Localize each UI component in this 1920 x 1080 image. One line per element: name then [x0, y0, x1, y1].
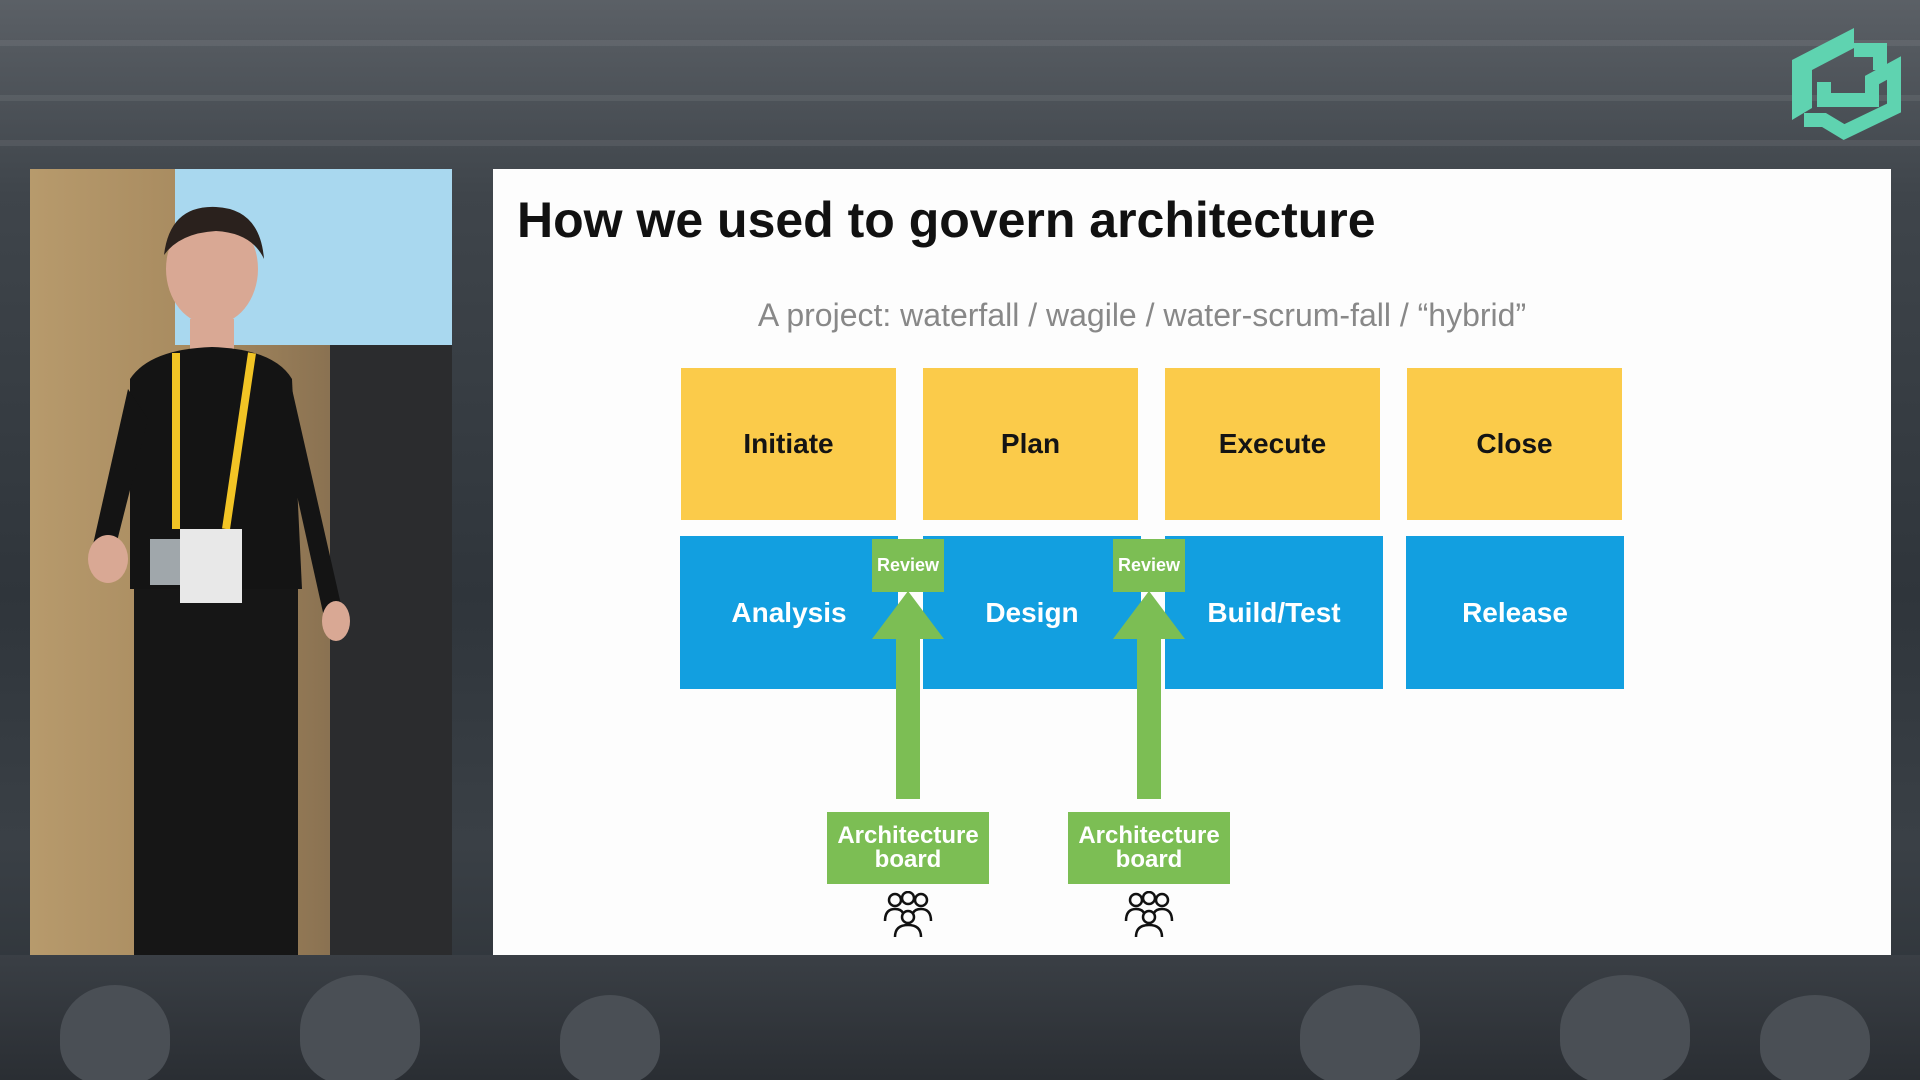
- speaker-video: [30, 169, 452, 955]
- board-label-line1: Architecture: [1078, 822, 1219, 849]
- review-badge: Review: [1113, 539, 1185, 592]
- audience-area: [0, 955, 1920, 1080]
- review-badge: Review: [872, 539, 944, 592]
- activity-design: Design: [923, 536, 1141, 689]
- activity-release: Release: [1406, 536, 1624, 689]
- ceiling-stripe: [0, 140, 1920, 146]
- architecture-board-box: Architecture board: [827, 812, 989, 884]
- phase-execute: Execute: [1165, 368, 1380, 520]
- people-group-icon: [883, 891, 933, 939]
- up-arrow-icon: [872, 591, 944, 799]
- phase-initiate: Initiate: [681, 368, 896, 520]
- presentation-slide: How we used to govern architecture A pro…: [493, 169, 1891, 955]
- slide-subtitle: A project: waterfall / wagile / water-sc…: [493, 297, 1791, 334]
- conference-logo-icon: [1784, 20, 1904, 140]
- activity-build-test: Build/Test: [1165, 536, 1383, 689]
- speaker-figure: [30, 169, 452, 955]
- ceiling-stripe: [0, 40, 1920, 46]
- phase-close: Close: [1407, 368, 1622, 520]
- slide-title: How we used to govern architecture: [517, 191, 1376, 249]
- activity-analysis: Analysis: [680, 536, 898, 689]
- people-group-icon: [1124, 891, 1174, 939]
- board-label-line1: Architecture: [837, 822, 978, 849]
- up-arrow-icon: [1113, 591, 1185, 799]
- phase-plan: Plan: [923, 368, 1138, 520]
- architecture-board-box: Architecture board: [1068, 812, 1230, 884]
- ceiling-stripe: [0, 95, 1920, 101]
- board-label-line2: board: [875, 846, 942, 873]
- board-label-line2: board: [1116, 846, 1183, 873]
